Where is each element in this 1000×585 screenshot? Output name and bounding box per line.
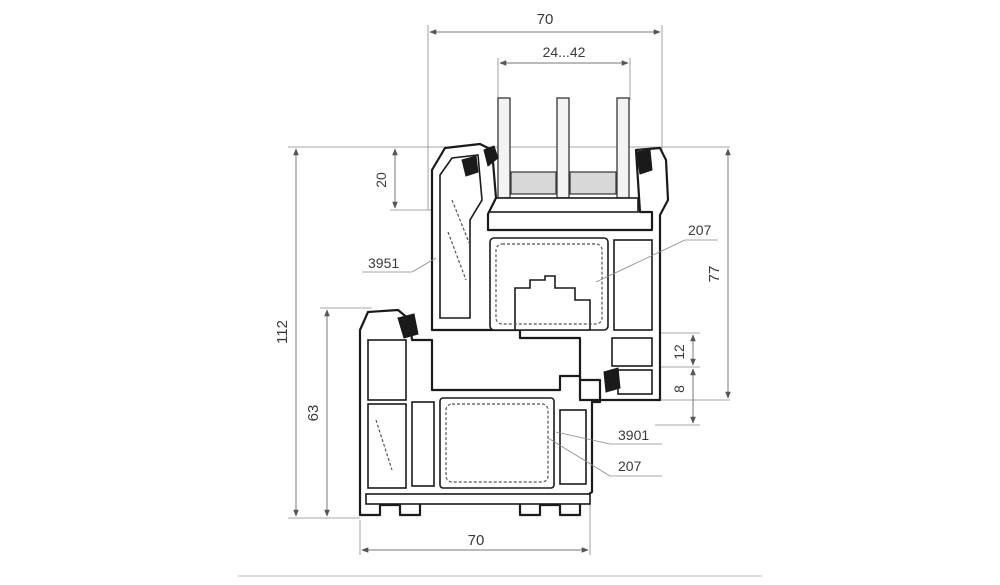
frame-main-chamber: [439, 397, 555, 489]
dim-overlap-8-label: 8: [671, 385, 687, 393]
spacer-bar-2: [569, 171, 617, 195]
dim-overlap-12-label: 12: [671, 344, 687, 360]
dim-glazing-depth-label: 20: [373, 172, 389, 188]
glazing-bead-base: [487, 197, 639, 213]
sash-outer-chamber: [439, 154, 483, 319]
frame-outer-gasket: [397, 313, 419, 339]
leader-207-top: [595, 239, 686, 283]
frame-inner-chamber: [559, 409, 587, 485]
dim-sash-height-label: 77: [706, 266, 723, 283]
sash-bottom-chamber: [617, 369, 653, 395]
frame-base-chamber: [365, 493, 591, 505]
dim-glass-range-label: 24...42: [543, 44, 586, 60]
sash-inner-chamber: [613, 239, 653, 331]
glass-pane-inner: [616, 97, 630, 199]
dim-bottom-width-label: 70: [468, 532, 485, 549]
sash-hatch-1: [451, 199, 471, 246]
dimension-lines: [293, 29, 731, 553]
leader-3901: [555, 431, 611, 445]
gaskets: [397, 145, 653, 393]
leader-207-bottom: [547, 437, 611, 477]
dim-frame-height-label: 63: [305, 405, 322, 422]
frame-profile-3901: [358, 308, 602, 517]
sash-lower-chamber: [611, 337, 653, 367]
callout-sash-profile-label: 3951: [368, 255, 399, 271]
sash-steel-reinforcement-207: [495, 243, 603, 325]
frame-mid-chamber: [411, 401, 435, 487]
dim-top-width-label: 70: [537, 11, 554, 28]
callout-sash-reinforcement-label: 207: [688, 222, 712, 238]
outer-glazing-gasket: [483, 145, 499, 167]
sash-profile-3951: [430, 142, 670, 402]
sash-outer-gasket: [461, 155, 479, 177]
glass-pane-middle: [556, 97, 570, 199]
spacer-bar-1: [510, 171, 557, 195]
dimension-labels: 70 24...42 20 77 112 63 12 8 70: [274, 11, 723, 549]
callout-labels: 3951 207 3901 207: [368, 222, 712, 474]
leader-3951: [411, 257, 437, 273]
frame-hatch-1: [375, 419, 393, 471]
callout-frame-reinforcement-label: 207: [618, 458, 642, 474]
frame-steel-reinforcement-207: [445, 403, 549, 483]
callout-frame-profile-label: 3901: [618, 427, 649, 443]
frame-outer-chamber-lower: [367, 403, 407, 489]
frame-inner-gasket: [603, 367, 621, 393]
glass-pane-outer: [497, 97, 511, 199]
leader-lines: [362, 239, 718, 477]
sash-hatch-2: [447, 231, 467, 281]
frame-outer-chamber-upper: [367, 339, 407, 401]
sash-hardware-groove: [514, 275, 591, 331]
inner-glazing-gasket: [635, 149, 653, 175]
dim-total-height-label: 112: [274, 320, 291, 344]
glass-unit: [487, 97, 639, 213]
